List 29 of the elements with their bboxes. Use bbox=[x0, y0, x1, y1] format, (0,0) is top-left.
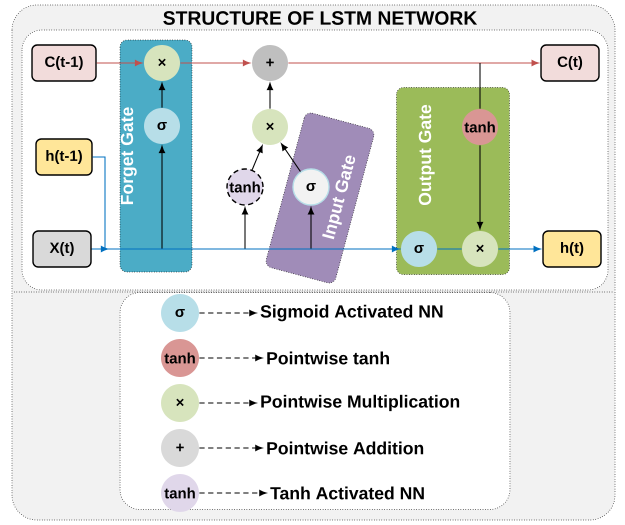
legend-text: Pointwise Multiplication bbox=[261, 394, 460, 412]
arrow bbox=[199, 490, 266, 496]
arrow bbox=[199, 444, 262, 452]
arrow bbox=[199, 400, 256, 406]
input-box: h(t-1) bbox=[35, 138, 93, 176]
arrow bbox=[498, 246, 541, 252]
arrow bbox=[266, 82, 274, 109]
connector-line bbox=[437, 248, 462, 250]
arrow bbox=[288, 60, 539, 66]
legend-text: Pointwise tanh bbox=[267, 352, 389, 364]
legend-text: Pointwise Addition bbox=[267, 442, 424, 454]
arrow bbox=[476, 145, 484, 230]
legend-text: Tanh Activated NN bbox=[270, 486, 424, 500]
input-box: C(t) bbox=[540, 44, 600, 82]
arrow bbox=[199, 354, 262, 362]
arrow bbox=[180, 60, 250, 66]
legend-box bbox=[120, 292, 510, 510]
connector-line bbox=[479, 63, 481, 109]
arrow bbox=[199, 310, 256, 316]
legend-text: Sigmoid Activated NN bbox=[260, 304, 442, 322]
title: STRUCTURE OF LSTM NETWORK bbox=[163, 11, 478, 25]
arrow bbox=[158, 82, 166, 108]
arrow bbox=[252, 145, 263, 170]
arrow bbox=[280, 143, 301, 172]
input-box: C(t-1) bbox=[31, 44, 97, 82]
arrow bbox=[92, 156, 400, 252]
input-box: h(t) bbox=[542, 230, 602, 268]
arrow bbox=[96, 60, 142, 66]
input-box: X(t) bbox=[32, 230, 92, 268]
